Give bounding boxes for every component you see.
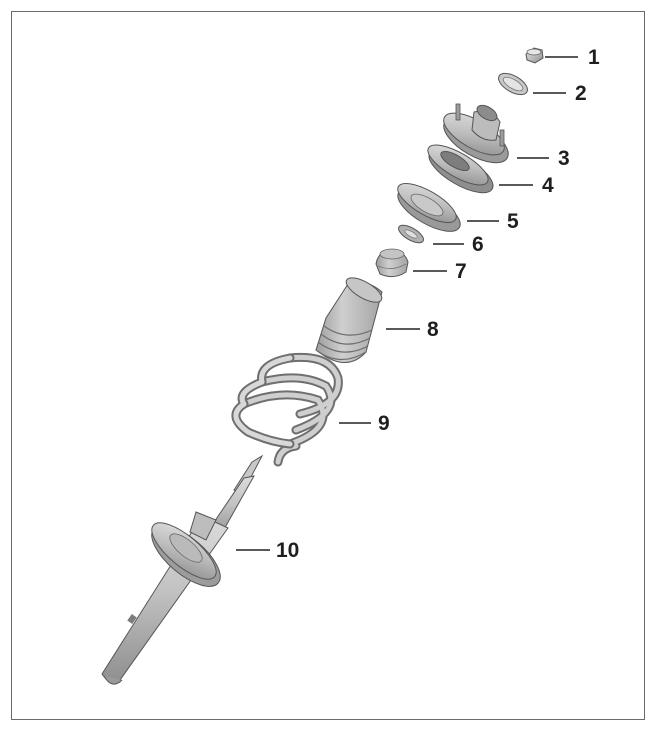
part-1-nut: [525, 47, 544, 64]
callout-8: 8: [427, 318, 439, 341]
part-7-bump-stop: [375, 248, 409, 278]
callout-1: 1: [588, 46, 600, 69]
callout-leaders: [236, 56, 578, 551]
part-9-coil-spring: [231, 352, 343, 467]
part-10-strut: [101, 454, 264, 685]
part-5-spring-pad: [397, 183, 461, 232]
callout-9: 9: [378, 412, 390, 435]
callout-6: 6: [472, 233, 484, 256]
callout-4: 4: [542, 174, 554, 197]
callout-2: 2: [575, 82, 587, 105]
callout-7: 7: [455, 260, 467, 283]
callout-5: 5: [507, 210, 519, 233]
part-8-dust-boot: [315, 277, 383, 363]
part-4-upper-seat: [427, 144, 494, 194]
callout-10: 10: [276, 539, 299, 562]
part-6-washer: [398, 224, 424, 244]
part-2-washer: [498, 72, 528, 96]
callout-3: 3: [558, 147, 570, 170]
part-3-top-mount: [443, 103, 509, 164]
callout-labels: 1 2 3 4 5 6 7 8 9 10: [276, 46, 600, 562]
